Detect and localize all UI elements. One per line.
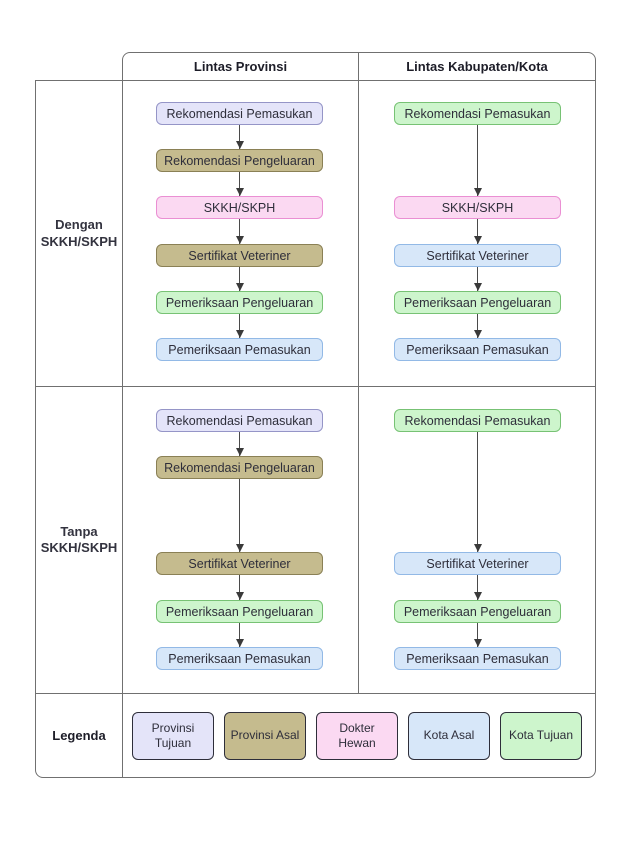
- arrow-down-icon: [235, 125, 244, 149]
- legend-item-provinsi-tujuan: Provinsi Tujuan: [132, 711, 214, 760]
- arrow-down-icon: [235, 172, 244, 196]
- arrow-down-icon: [235, 432, 244, 456]
- arrow-down-icon: [473, 267, 482, 291]
- node-rekomendasi-pemasukan: Rekomendasi Pemasukan: [394, 409, 561, 432]
- arrow-down-icon: [473, 219, 482, 244]
- node-sertifikat-veteriner: Sertifikat Veteriner: [394, 244, 561, 267]
- node-rekomendasi-pemasukan: Rekomendasi Pemasukan: [394, 102, 561, 125]
- node-pemeriksaan-pengeluaran: Pemeriksaan Pengeluaran: [156, 600, 323, 623]
- column-header-label: Lintas Kabupaten/Kota: [406, 59, 548, 74]
- node-pemeriksaan-pemasukan: Pemeriksaan Pemasukan: [394, 338, 561, 361]
- column-header-lintas-kabupaten-kota: Lintas Kabupaten/Kota: [358, 52, 596, 81]
- legend-item-kota-tujuan: Kota Tujuan: [500, 711, 582, 760]
- node-sertifikat-veteriner: Sertifikat Veteriner: [394, 552, 561, 575]
- arrow-down-icon: [235, 267, 244, 291]
- row-label: Dengan SKKH/SKPH: [40, 217, 118, 249]
- legend-title: Legenda: [52, 728, 106, 743]
- node-rekomendasi-pengeluaran: Rekomendasi Pengeluaran: [156, 456, 323, 479]
- legend-item-provinsi-asal: Provinsi Asal: [224, 711, 306, 760]
- node-rekomendasi-pemasukan: Rekomendasi Pemasukan: [156, 102, 323, 125]
- row-label: Tanpa SKKH/SKPH: [40, 523, 118, 555]
- legend-item-kota-asal: Kota Asal: [408, 711, 490, 760]
- row-label-cell-dengan-skkh: Dengan SKKH/SKPH: [35, 80, 123, 387]
- column-header-label: Lintas Provinsi: [193, 59, 288, 74]
- node-pemeriksaan-pengeluaran: Pemeriksaan Pengeluaran: [394, 291, 561, 314]
- arrow-down-icon: [473, 125, 482, 196]
- row-label-cell-tanpa-skkh: Tanpa SKKH/SKPH: [35, 386, 123, 694]
- node-pemeriksaan-pemasukan: Pemeriksaan Pemasukan: [156, 647, 323, 670]
- legend-title-cell: Legenda: [35, 693, 123, 778]
- node-pemeriksaan-pengeluaran: Pemeriksaan Pengeluaran: [156, 291, 323, 314]
- node-sertifikat-veteriner: Sertifikat Veteriner: [156, 244, 323, 267]
- arrow-down-icon: [235, 575, 244, 600]
- arrow-down-icon: [235, 479, 244, 552]
- legend-item-dokter-hewan: Dokter Hewan: [316, 711, 398, 760]
- arrow-down-icon: [473, 623, 482, 647]
- arrow-down-icon: [235, 623, 244, 647]
- node-rekomendasi-pemasukan: Rekomendasi Pemasukan: [156, 409, 323, 432]
- node-rekomendasi-pengeluaran: Rekomendasi Pengeluaran: [156, 149, 323, 172]
- arrow-down-icon: [473, 575, 482, 600]
- node-pemeriksaan-pengeluaran: Pemeriksaan Pengeluaran: [394, 600, 561, 623]
- arrow-down-icon: [235, 219, 244, 244]
- node-skkh-skph: SKKH/SKPH: [156, 196, 323, 219]
- column-header-lintas-provinsi: Lintas Provinsi: [122, 52, 359, 81]
- arrow-down-icon: [235, 314, 244, 338]
- legend-body: Provinsi Tujuan Provinsi Asal Dokter Hew…: [122, 693, 596, 778]
- arrow-down-icon: [473, 314, 482, 338]
- node-sertifikat-veteriner: Sertifikat Veteriner: [156, 552, 323, 575]
- node-skkh-skph: SKKH/SKPH: [394, 196, 561, 219]
- node-pemeriksaan-pemasukan: Pemeriksaan Pemasukan: [394, 647, 561, 670]
- node-pemeriksaan-pemasukan: Pemeriksaan Pemasukan: [156, 338, 323, 361]
- arrow-down-icon: [473, 432, 482, 552]
